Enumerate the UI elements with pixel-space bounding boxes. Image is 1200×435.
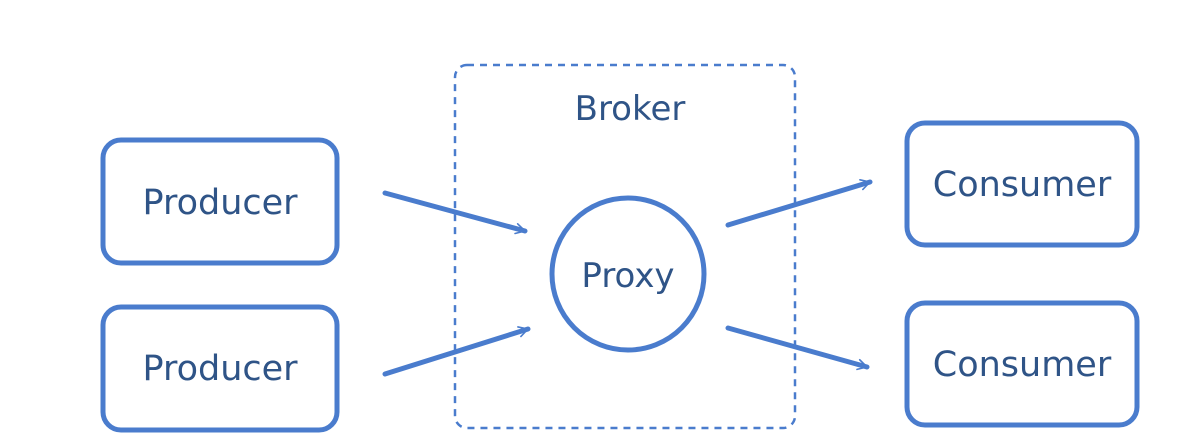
arrow-producer2-to-proxy <box>382 326 531 377</box>
consumer-node-1: Consumer <box>904 120 1140 248</box>
broker-container: Broker <box>453 63 797 430</box>
proxy-circle <box>549 195 707 353</box>
consumer-label-1: Consumer <box>933 165 1112 205</box>
producer-box-2 <box>100 304 340 433</box>
producer-label-1: Producer <box>142 183 298 223</box>
producer-box-1 <box>100 137 340 266</box>
consumer-box-2 <box>904 300 1140 428</box>
broker-label: Broker <box>575 89 686 129</box>
proxy-node: Proxy <box>549 195 707 353</box>
producer-node-1: Producer <box>100 137 340 266</box>
consumer-label-2: Consumer <box>933 345 1112 385</box>
arrow-proxy-to-consumer1 <box>725 179 873 228</box>
consumer-node-2: Consumer <box>904 300 1140 428</box>
arrow-proxy-to-consumer2 <box>725 325 870 371</box>
producer-label-2: Producer <box>142 349 298 389</box>
proxy-label: Proxy <box>581 256 674 296</box>
producer-node-2: Producer <box>100 304 340 433</box>
broker-border <box>453 63 797 430</box>
consumer-box-1 <box>904 120 1140 248</box>
arrow-producer1-to-proxy <box>382 190 528 235</box>
